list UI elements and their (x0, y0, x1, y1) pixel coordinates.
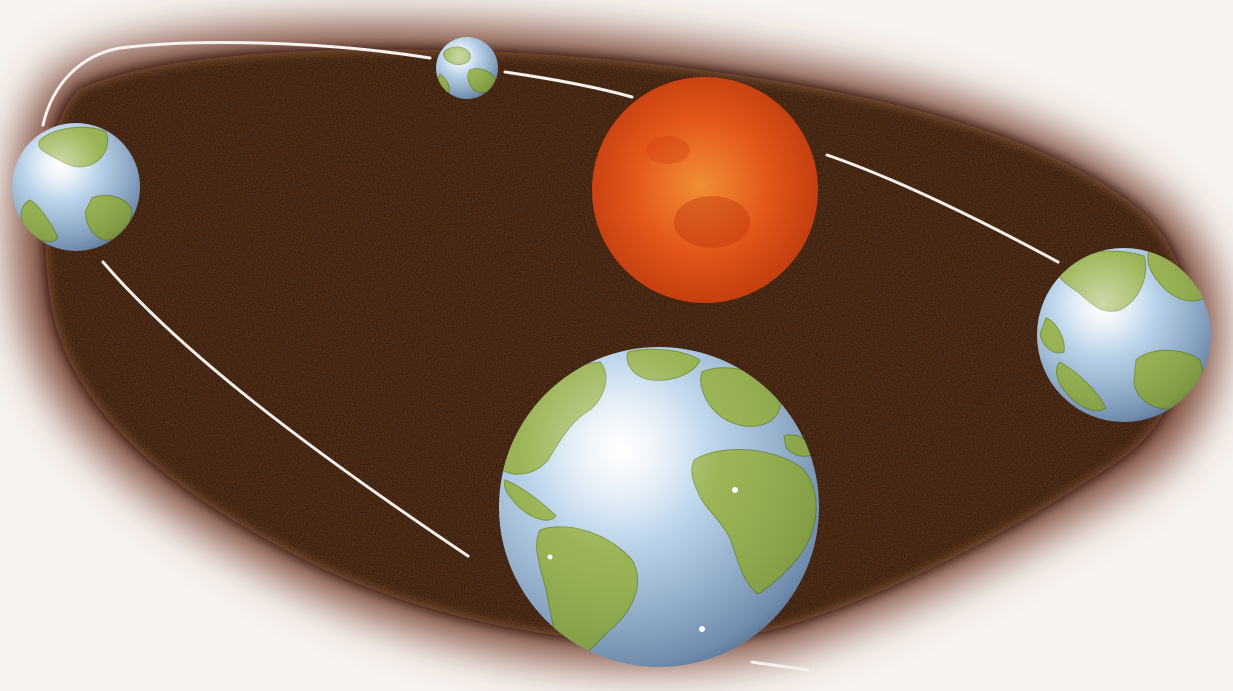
earth-globe-icon (436, 37, 498, 99)
sun-icon (592, 77, 818, 303)
sun-dark-patch (646, 136, 690, 164)
earth-globe-icon (1037, 248, 1211, 422)
orbit-segment-bottom (752, 662, 808, 670)
earth-globe-icon (12, 123, 140, 251)
city-light-marker (548, 555, 553, 560)
sun-surface-texture (592, 77, 818, 303)
sun-dark-patch (674, 196, 750, 248)
city-light-marker (699, 626, 705, 632)
city-light-marker (732, 487, 738, 493)
